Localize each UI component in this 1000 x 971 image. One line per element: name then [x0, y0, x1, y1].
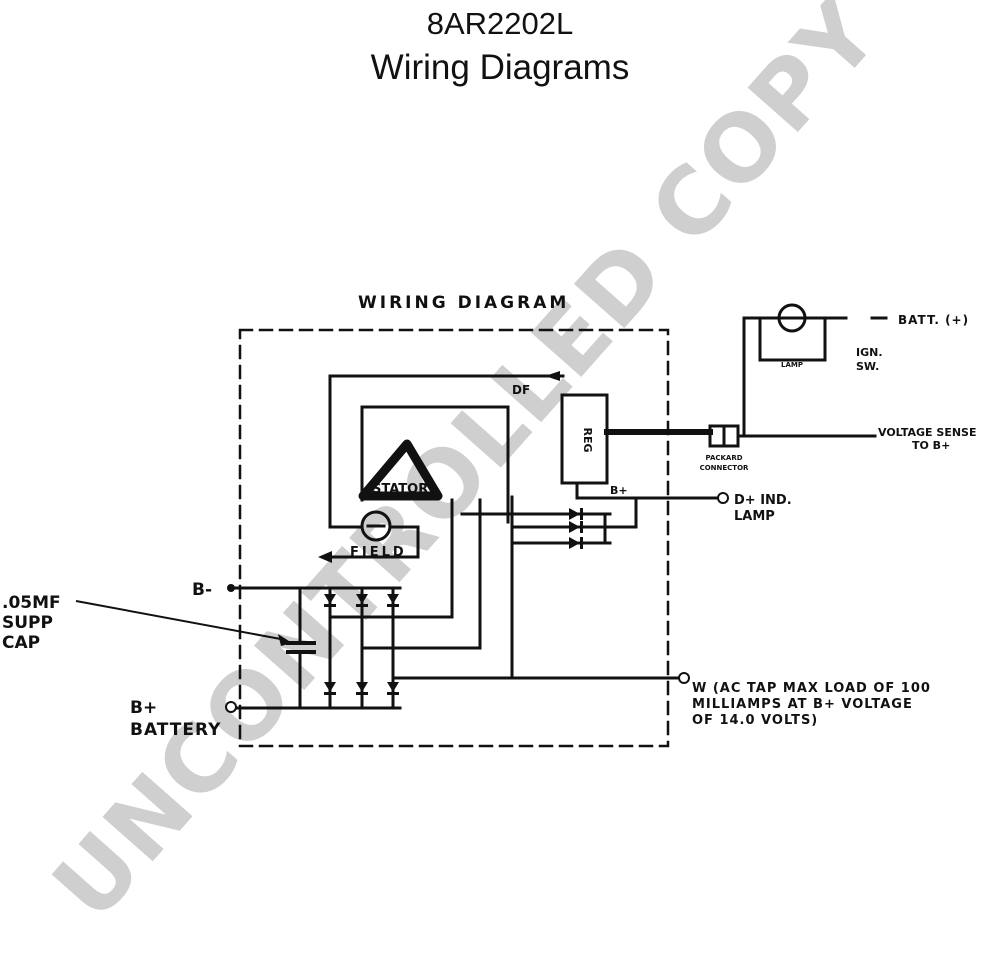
exciter-diode-1 [569, 508, 580, 520]
df-field-wire [328, 374, 565, 529]
cap-label-line2: SUPP [2, 613, 53, 633]
voltage-sense-label-line1: VOLTAGE SENSE [878, 426, 976, 439]
b-plus-internal-label: B+ [610, 484, 628, 497]
b-plus-terminal [225, 701, 237, 713]
ign-switch-label-line2: SW. [856, 360, 879, 373]
voltage-regulator-box [560, 393, 609, 485]
voltage-sense-label-line2: TO B+ [912, 439, 950, 452]
w-terminal-label-line2: MILLIAMPS AT B+ VOLTAGE [692, 697, 913, 712]
diode-upper-1 [324, 594, 336, 604]
stator-delta-symbol [358, 439, 443, 501]
df-label: DF [512, 383, 530, 397]
field-label: FIELD [350, 545, 407, 560]
packard-label-line1: PACKARD [705, 454, 742, 462]
diode-lower-2 [356, 682, 368, 692]
packard-label-line2: CONNECTOR [700, 464, 749, 472]
batt-positive-label: BATT. (+) [898, 313, 969, 327]
w-terminal-label-line1: W (AC TAP MAX LOAD OF 100 [692, 681, 931, 696]
cap-value-label: .05MF [2, 593, 61, 613]
cap-label-line3: CAP [2, 633, 40, 653]
d-plus-terminal [717, 492, 729, 504]
diode-upper-3 [387, 594, 399, 604]
stator-winding-box [360, 405, 510, 524]
ign-switch-label-line1: IGN. [856, 346, 883, 359]
part-number-title: 8AR2202L [426, 6, 574, 41]
d-plus-lamp-label-line2: LAMP [734, 509, 775, 524]
diode-upper-2 [356, 594, 368, 604]
page-subtitle: Wiring Diagrams [370, 48, 630, 87]
battery-label-line1: B+ [130, 698, 157, 718]
stator-label: STATOR [372, 482, 428, 497]
w-terminal-label-line3: OF 14.0 VOLTS) [692, 713, 818, 728]
diagram-heading: WIRING DIAGRAM [358, 293, 569, 313]
field-arrow [318, 551, 332, 563]
b-minus-label: B- [192, 580, 212, 600]
cap-leader-line [75, 600, 287, 641]
diode-lower-3 [387, 682, 399, 692]
exciter-diode-2 [569, 521, 580, 533]
regulator-label: REG [581, 427, 594, 452]
w-terminal [678, 672, 690, 684]
d-plus-lamp-label-line1: D+ IND. [734, 493, 792, 508]
lamp-label: LAMP [781, 361, 803, 369]
diode-lower-1 [324, 682, 336, 692]
uncontrolled-copy-watermark: UNCONTROLLED COPY [33, 0, 901, 940]
b-minus-terminal [227, 584, 235, 592]
alternator-housing-outline [238, 328, 670, 748]
battery-label-line2: BATTERY [130, 720, 221, 740]
exciter-diode-3 [569, 537, 580, 549]
